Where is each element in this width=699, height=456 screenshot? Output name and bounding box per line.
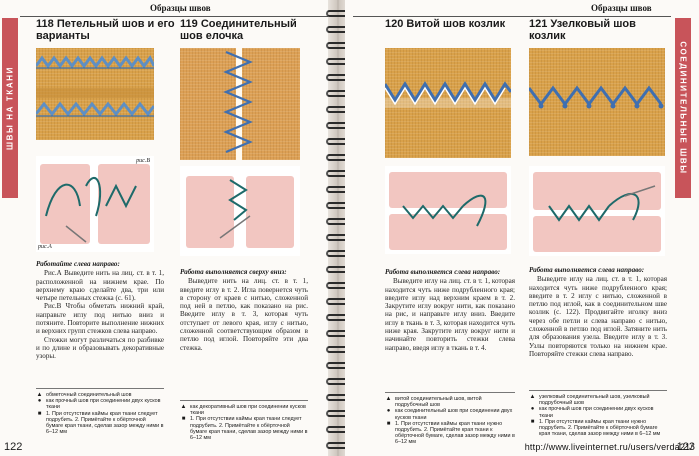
- legend-divider: [529, 390, 667, 391]
- section-side-tab: ШВЫ НА ТКАНИ: [2, 18, 18, 198]
- diagram-drawing: [45, 177, 137, 243]
- caption-figure-a: рис.А: [38, 244, 52, 250]
- stitch-photo: [385, 48, 511, 158]
- caption-figure-b: рис.В: [136, 158, 150, 164]
- legend-row: ▲витой соединительный шов, витой подрубо…: [385, 396, 482, 409]
- usage-legend: ▲узелковый соединительный шов, узелковый…: [529, 394, 667, 437]
- stitch-121-section: 121 Узелковый шов козлик: [529, 18, 675, 42]
- source-url-watermark[interactable]: http://www.liveinternet.ru/users/verda21…: [524, 442, 693, 452]
- usage-legend: ▲обметочный соединительный шов ●как проч…: [36, 392, 164, 435]
- side-tab-label: СОЕДИНИТЕЛЬНЫЕ ШВЫ: [678, 41, 688, 175]
- instructions-paragraph: Выведите нить на лиц. ст. в т. 1, введит…: [180, 277, 308, 352]
- running-head: Образцы швов: [150, 3, 211, 13]
- triangle-icon: ▲: [385, 396, 392, 402]
- instructions-paragraph: Рис.В Чтобы обметать нижний край, направ…: [36, 302, 164, 336]
- stitch-name: Петельный шов и его варианты: [36, 18, 175, 42]
- stitch-diagram: [180, 166, 300, 256]
- instructions-text: Работайте слева направо: Рис.А Выведите …: [36, 260, 164, 361]
- diagram-drawing: [219, 179, 251, 239]
- diagram-drawing: [402, 194, 487, 227]
- diagram-drawing: [548, 185, 656, 222]
- stitch-number: 119: [180, 18, 198, 30]
- legend-row: ■1. При отсутствии каймы края ткани след…: [37, 410, 164, 436]
- instructions-paragraph: Выведите иглу на лиц. ст. в т. 1, котора…: [529, 275, 667, 358]
- instructions-paragraph: Рис.А Выведите нить на лиц. ст. в т. 1, …: [36, 269, 164, 303]
- instructions-lead: Работайте слева направо:: [36, 260, 120, 268]
- stitch-photo: [529, 48, 665, 156]
- blanket-stitch-sample: [36, 55, 154, 117]
- usage-legend: ▲витой соединительный шов, витой подрубо…: [385, 396, 515, 446]
- right-page: Образцы швов СОЕДИНИТЕЛЬНЫЕ ШВЫ 120 Вито…: [345, 0, 699, 456]
- legend-divider: [180, 400, 308, 401]
- triangle-icon: ▲: [529, 394, 536, 400]
- stitch-name: Витой шов козлик: [406, 18, 506, 30]
- left-page: Образцы швов ШВЫ НА ТКАНИ 118 Петельный …: [0, 0, 330, 456]
- legend-row: ■1. При отсутствии каймы края ткани нужн…: [530, 418, 661, 438]
- instructions-text: Работа выполняется слева направо: Выведи…: [529, 266, 667, 358]
- square-icon: ■: [37, 410, 42, 417]
- stitch-diagram: рис.В рис.А: [36, 156, 154, 252]
- stitch-number: 120: [385, 18, 404, 30]
- legend-row: ▲узелковый соединительный шов, узелковый…: [529, 394, 650, 407]
- legend-row: ●как соединительный шов при соединении д…: [386, 408, 513, 421]
- instructions-paragraph: Выведите иглу на лиц. ст. в т. 1, котора…: [385, 277, 515, 352]
- book-spine: [328, 0, 348, 456]
- stitch-number: 118: [36, 18, 54, 30]
- stitch-name: Узелковый шов козлик: [529, 18, 636, 42]
- instructions-lead: Работа выполняется слева направо:: [385, 268, 501, 276]
- usage-legend: ▲как декоративный шов при соединении кус…: [180, 404, 308, 441]
- stitch-photo: [180, 48, 300, 160]
- instructions-paragraph: Стежки могут различаться по разбивке и п…: [36, 335, 164, 361]
- square-icon: ■: [530, 418, 535, 425]
- legend-row: ■1. При отсутствии каймы края ткани нужн…: [386, 420, 515, 446]
- stitch-title: 119 Соединительный шов елочка: [180, 18, 320, 42]
- legend-row: ■1. При отсутствии каймы края ткани след…: [181, 416, 308, 442]
- square-icon: ■: [386, 420, 391, 427]
- legend-row: ▲как декоративный шов при соединении кус…: [180, 404, 306, 417]
- legend-row: ●как прочный шов при соединении двух кус…: [37, 398, 161, 411]
- knotted-herringbone-sample: [529, 85, 664, 109]
- stitch-118-section: 118 Петельный шов и его варианты: [36, 18, 176, 42]
- stitch-number: 121: [529, 18, 548, 30]
- header-rule: [20, 16, 328, 17]
- stitch-diagram: [529, 166, 665, 256]
- instructions-lead: Работа выполняется сверху вниз:: [180, 268, 287, 276]
- legend-divider: [385, 392, 515, 393]
- side-tab-label: ШВЫ НА ТКАНИ: [5, 66, 15, 150]
- stitch-120-section: 120 Витой шов козлик: [385, 18, 525, 30]
- instructions-text: Работа выполняется слева направо: Выведи…: [385, 268, 515, 352]
- page-number: 122: [4, 441, 23, 453]
- legend-row: ▲обметочный соединительный шов: [36, 392, 132, 398]
- stitch-photo: [36, 48, 154, 140]
- stitch-diagram: [385, 166, 511, 254]
- circle-icon: ●: [530, 406, 535, 413]
- square-icon: ■: [181, 416, 186, 423]
- instructions-text: Работа выполняется сверху вниз: Выведите…: [180, 268, 308, 352]
- feather-stitch-sample: [223, 48, 253, 160]
- triangle-icon: ▲: [180, 404, 187, 410]
- legend-divider: [36, 388, 164, 389]
- section-side-tab: СОЕДИНИТЕЛЬНЫЕ ШВЫ: [675, 18, 691, 198]
- stitch-title: 118 Петельный шов и его варианты: [36, 18, 176, 42]
- stitch-name: Соединительный шов елочка: [180, 18, 297, 42]
- circle-icon: ●: [386, 408, 391, 415]
- page-number: 123: [676, 441, 695, 453]
- legend-row: ●как прочный шов при соединении двух кус…: [530, 406, 654, 419]
- header-rule: [353, 16, 671, 17]
- instructions-lead: Работа выполняется слева направо:: [529, 266, 645, 274]
- twisted-herringbone-sample: [385, 81, 511, 108]
- running-head: Образцы швов: [591, 3, 652, 13]
- stitch-title: 121 Узелковый шов козлик: [529, 18, 675, 42]
- stitch-119-section: 119 Соединительный шов елочка: [180, 18, 320, 42]
- stitch-title: 120 Витой шов козлик: [385, 18, 525, 30]
- triangle-icon: ▲: [36, 392, 43, 398]
- circle-icon: ●: [37, 398, 42, 405]
